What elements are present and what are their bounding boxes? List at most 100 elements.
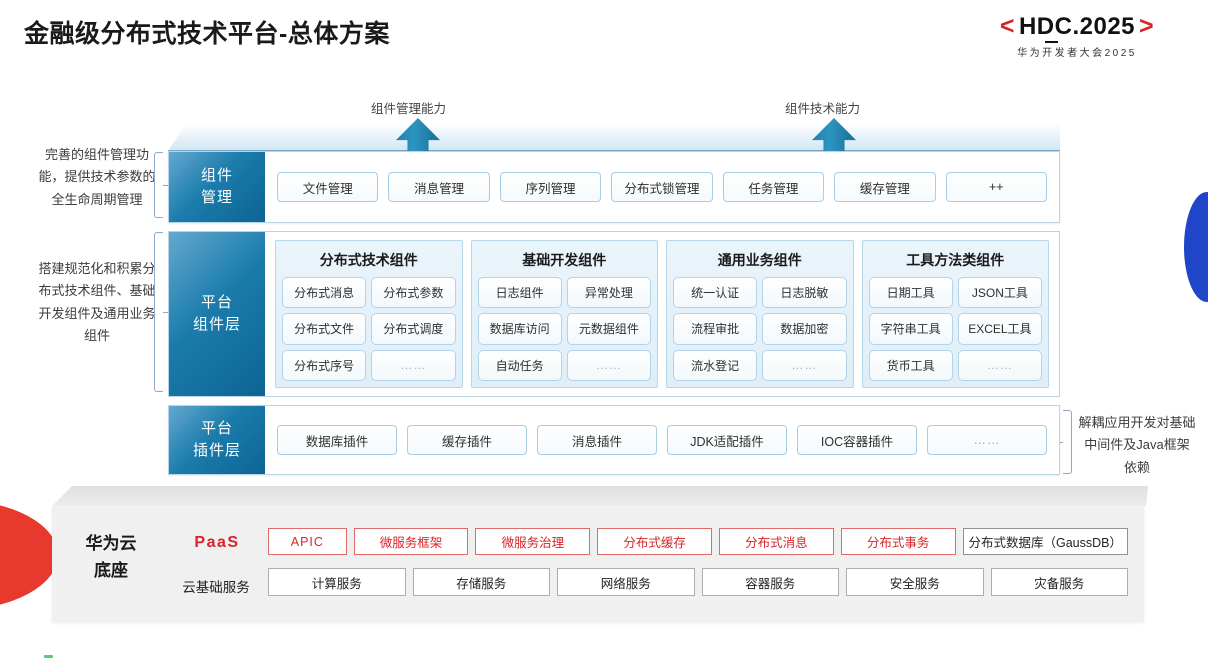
layer-body-platform-plugin: 数据库插件缓存插件消息插件 JDK适配插件 IOC容器插件 …… (265, 406, 1059, 474)
hdc-logo: < HDC.2025 > 华为开发者大会2025 (962, 12, 1192, 59)
component-group-title: 通用业务组件 (717, 252, 802, 268)
component-group-grid: 统一认证日志脱敏流程审批数据加密流水登记…… (673, 277, 847, 381)
base-title: 华为云底座 (72, 530, 150, 584)
component-management-chip-6[interactable]: 缓存管理 (834, 172, 936, 202)
component-chip-3-5[interactable]: 流水登记 (673, 349, 758, 381)
side-note-left-top: 完善的组件管理功能，提供技术参数的全生命周期管理 (38, 147, 156, 207)
layer-label-line-1: 组件 (200, 166, 233, 184)
logo-bracket-left-icon: < (999, 12, 1015, 40)
logo-bracket-right-icon: > (1139, 12, 1155, 40)
side-note-right: 解耦应用开发对基础中间件及Java框架依赖 (1078, 415, 1196, 475)
paas-service-6[interactable]: 分布式事务 (840, 528, 956, 555)
layer-body-component-management: 文件管理消息管理序列管理分布式锁管理任务管理缓存管理 ++ (265, 152, 1059, 222)
arrow-band (168, 123, 1060, 151)
layer-label-line-1: 平台 (200, 293, 233, 311)
component-chip-1-5[interactable]: 分布式序号 (282, 349, 367, 381)
component-chip-4-1[interactable]: 日期工具 (868, 277, 953, 309)
component-chip-1-4[interactable]: 分布式调度 (371, 313, 456, 345)
component-management-chip-2[interactable]: 消息管理 (388, 172, 490, 202)
component-chip-2-3[interactable]: 数据库访问 (477, 313, 562, 345)
component-group-title: 工具方法类组件 (906, 252, 1005, 268)
cloud-service-3[interactable]: 网络服务 (557, 568, 695, 596)
layer-platform-components: 平台组件层 分布式技术组件分布式消息分布式参数分布式文件分布式调度分布式序号……… (168, 231, 1060, 397)
paas-service-3[interactable]: 微服务治理 (475, 528, 591, 555)
paas-service-4[interactable]: 分布式缓存 (597, 528, 712, 555)
logo-title: HDC.2025 (1018, 12, 1136, 43)
base-title-line-1: 华为云 (85, 534, 137, 553)
component-chip-1-3[interactable]: 分布式文件 (282, 313, 367, 345)
platform-plugin-chip-2[interactable]: 缓存插件 (407, 425, 527, 455)
component-chip-2-1[interactable]: 日志组件 (477, 277, 562, 309)
component-management-chip-4[interactable]: 分布式锁管理 (611, 172, 713, 202)
component-group-grid: 分布式消息分布式参数分布式文件分布式调度分布式序号…… (282, 277, 456, 381)
green-tick-decoration (44, 655, 53, 658)
component-chip-3-4[interactable]: 数据加密 (762, 313, 847, 345)
component-group-title: 分布式技术组件 (319, 252, 418, 268)
base-panel (52, 505, 1144, 621)
red-arc-decoration (0, 500, 58, 610)
paas-row-label: PaaS (194, 534, 240, 551)
layer-label-line-1: 平台 (200, 419, 233, 437)
component-management-chip-5[interactable]: 任务管理 (722, 172, 825, 202)
component-chip-4-6[interactable]: …… (957, 349, 1042, 381)
cloud-row-label: 云基础服务 (182, 580, 250, 595)
component-chip-2-4[interactable]: 元数据组件 (566, 313, 651, 345)
component-group-grid: 日志组件异常处理数据库访问元数据组件自动任务…… (477, 277, 651, 381)
layer-platform-plugin: 平台插件层 数据库插件缓存插件消息插件 JDK适配插件 IOC容器插件 …… (168, 405, 1060, 475)
component-chip-2-2[interactable]: 异常处理 (566, 277, 651, 309)
component-management-chip-7[interactable]: ++ (945, 172, 1047, 202)
paas-service-7[interactable]: 分布式数据库（GaussDB） (962, 528, 1128, 555)
platform-plugin-chip-5[interactable]: IOC容器插件 (797, 425, 917, 455)
side-note-left-bottom: 搭建规范化和积累分布式技术组件、基础开发组件及通用业务组件 (38, 261, 156, 344)
cloud-service-6[interactable]: 灾备服务 (990, 568, 1128, 596)
platform-plugin-chip-6[interactable]: …… (927, 425, 1047, 455)
layer-label-platform-components: 平台组件层 (169, 232, 265, 396)
component-management-chip-1[interactable]: 文件管理 (277, 172, 379, 202)
paas-service-1[interactable]: APIC (268, 528, 347, 555)
component-chip-3-3[interactable]: 流程审批 (673, 313, 758, 345)
paas-service-2[interactable]: 微服务框架 (353, 528, 469, 555)
component-chip-4-4[interactable]: EXCEL工具 (957, 313, 1042, 345)
layer-label-line-2: 管理 (200, 189, 233, 206)
cloud-service-row: 计算服务存储服务网络服务容器服务安全服务灾备服务 (268, 568, 1128, 596)
brace-left-top (154, 152, 170, 218)
layer-body-platform-components: 分布式技术组件分布式消息分布式参数分布式文件分布式调度分布式序号……基础开发组件… (265, 232, 1059, 396)
platform-plugin-chip-4[interactable]: JDK适配插件 (667, 425, 787, 455)
component-chip-1-2[interactable]: 分布式参数 (371, 277, 456, 309)
component-chip-2-5[interactable]: 自动任务 (477, 349, 562, 381)
cloud-service-4[interactable]: 容器服务 (701, 568, 839, 596)
platform-plugin-chip-1[interactable]: 数据库插件 (277, 425, 397, 455)
platform-plugin-chip-3[interactable]: 消息插件 (537, 425, 657, 455)
base-title-line-2: 底座 (94, 561, 128, 581)
blue-ellipse-decoration (1184, 192, 1208, 302)
component-chip-3-2[interactable]: 日志脱敏 (762, 277, 847, 309)
layer-label-line-2: 插件层 (192, 442, 241, 459)
component-chip-1-1[interactable]: 分布式消息 (282, 277, 367, 309)
brace-right (1056, 410, 1072, 474)
component-chip-4-5[interactable]: 货币工具 (868, 349, 953, 381)
component-group-3: 通用业务组件统一认证日志脱敏流程审批数据加密流水登记…… (666, 240, 854, 388)
brace-left-bottom (154, 232, 170, 392)
layer-label-platform-plugin: 平台插件层 (169, 406, 265, 474)
arrow-label-management: 组件管理能力 (371, 102, 447, 116)
paas-service-5[interactable]: 分布式消息 (718, 528, 834, 555)
layer-label-component-management: 组件管理 (169, 152, 265, 222)
component-group-2: 基础开发组件日志组件异常处理数据库访问元数据组件自动任务…… (470, 240, 658, 388)
base-panel-top-face (52, 486, 1148, 506)
cloud-service-1[interactable]: 计算服务 (268, 568, 406, 596)
component-group-1: 分布式技术组件分布式消息分布式参数分布式文件分布式调度分布式序号…… (275, 240, 463, 388)
component-chip-4-2[interactable]: JSON工具 (957, 277, 1042, 309)
page-title: 金融级分布式技术平台-总体方案 (24, 20, 390, 48)
component-chip-4-3[interactable]: 字符串工具 (868, 313, 953, 345)
cloud-service-2[interactable]: 存储服务 (412, 568, 550, 596)
component-management-chip-3[interactable]: 序列管理 (499, 172, 602, 202)
component-chip-3-1[interactable]: 统一认证 (673, 277, 758, 309)
component-chip-2-6[interactable]: …… (566, 349, 651, 381)
cloud-service-5[interactable]: 安全服务 (846, 568, 984, 596)
layer-label-line-2: 组件层 (192, 316, 241, 333)
component-chip-3-6[interactable]: …… (762, 349, 847, 381)
component-chip-1-6[interactable]: …… (371, 349, 456, 381)
